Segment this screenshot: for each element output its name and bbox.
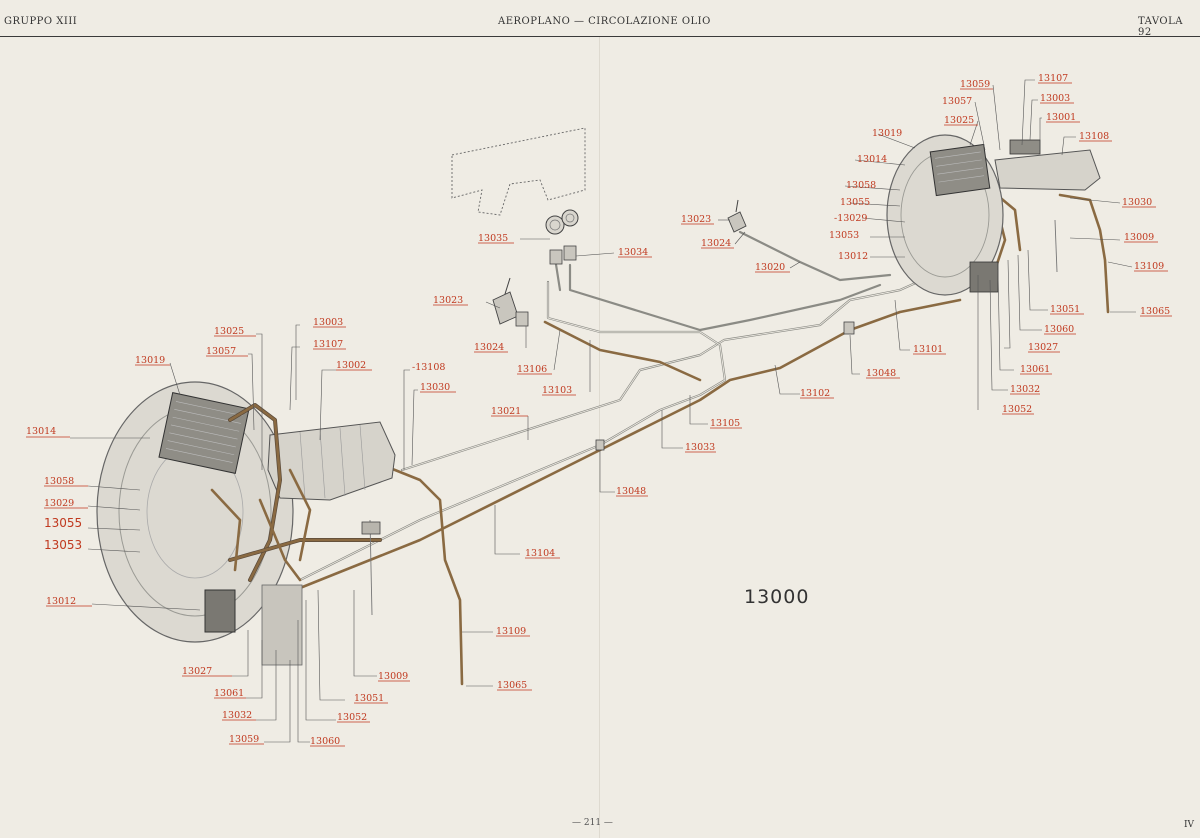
label-13023-right: 13023 — [681, 214, 711, 225]
label-13001: 13001 — [1046, 112, 1076, 123]
cockpit-outline — [451, 127, 586, 216]
label-13009: 13009 — [378, 671, 408, 682]
label-13012: 13012 — [46, 596, 76, 607]
label-13059: 13059 — [229, 734, 259, 745]
label-13051-right: 13051 — [1050, 304, 1080, 315]
label-13055: 13055 — [44, 516, 82, 530]
label-13055-right: 13055 — [840, 197, 870, 208]
label-13105: 13105 — [710, 418, 740, 429]
label-13061: 13061 — [214, 688, 244, 699]
label-13048-right: 13048 — [866, 368, 896, 379]
page-number: — 211 — — [572, 818, 613, 828]
label-13035: 13035 — [478, 233, 508, 244]
label-13107-right: 13107 — [1038, 73, 1068, 84]
plate-title: AEROPLANO — CIRCOLAZIONE OLIO — [498, 16, 711, 27]
label-13009-right: 13009 — [1124, 232, 1154, 243]
label-13048: 13048 — [616, 486, 646, 497]
label-13033: 13033 — [685, 442, 715, 453]
label-13019-right: 13019 — [872, 128, 902, 139]
label-13002: 13002 — [336, 360, 366, 371]
label-13058: 13058 — [44, 476, 74, 487]
label-13052: 13052 — [337, 712, 367, 723]
label-13061-right: 13061 — [1020, 364, 1050, 375]
label-13108-right: 13108 — [1079, 131, 1109, 142]
label-13003-right: 13003 — [1040, 93, 1070, 104]
label-13025-right: 13025 — [944, 115, 974, 126]
oil-pipes — [298, 178, 1110, 686]
label-13029-right: -13029 — [834, 213, 867, 224]
label-13021: 13021 — [491, 406, 521, 417]
label-13030-right: 13030 — [1122, 197, 1152, 208]
label-13012-right: 13012 — [838, 251, 868, 262]
label-13107: 13107 — [313, 339, 343, 350]
label-13101: 13101 — [913, 344, 943, 355]
label-13032: 13032 — [222, 710, 252, 721]
label-13030: 13030 — [420, 382, 450, 393]
label-13024: 13024 — [474, 342, 504, 353]
label-13053: 13053 — [44, 538, 82, 552]
label-13053-right: 13053 — [829, 230, 859, 241]
label-13025: 13025 — [214, 326, 244, 337]
label-13108: -13108 — [412, 362, 445, 373]
right-engine-group — [886, 134, 1101, 296]
label-13024-right: 13024 — [701, 238, 731, 249]
return-tubes — [298, 230, 942, 582]
header-rule — [0, 36, 1200, 37]
leader-lines — [70, 79, 1136, 743]
label-13104: 13104 — [525, 548, 555, 559]
label-13014: 13014 — [26, 426, 56, 437]
cockpit-instruments — [492, 199, 855, 451]
label-13027: 13027 — [182, 666, 212, 677]
label-13109-right: 13109 — [1134, 261, 1164, 272]
label-13023: 13023 — [433, 295, 463, 306]
label-13058-right: 13058 — [846, 180, 876, 191]
label-13059-right: 13059 — [960, 79, 990, 90]
left-engine-group — [96, 381, 396, 666]
label-13065: 13065 — [497, 680, 527, 691]
label-13060-right: 13060 — [1044, 324, 1074, 335]
assembly-number: 13000 — [744, 586, 810, 608]
label-13029: 13029 — [44, 498, 74, 509]
part-labels: 13025 13003 13057 13107 13019 13002 -131… — [26, 73, 1170, 747]
label-13057: 13057 — [206, 346, 236, 357]
label-13109: 13109 — [496, 626, 526, 637]
label-13052-right: 13052 — [1002, 404, 1032, 415]
label-13019: 13019 — [135, 355, 165, 366]
label-13057-right: 13057 — [942, 96, 972, 107]
label-13065-right: 13065 — [1140, 306, 1170, 317]
label-13014-right: 13014 — [857, 154, 887, 165]
group-heading: GRUPPO XIII — [4, 16, 78, 27]
label-13027-right: 13027 — [1028, 342, 1058, 353]
label-13106: 13106 — [517, 364, 547, 375]
page-fold — [599, 37, 600, 838]
label-underlines — [26, 82, 1172, 747]
label-13003: 13003 — [313, 317, 343, 328]
label-13032-right: 13032 — [1010, 384, 1040, 395]
label-13051: 13051 — [354, 693, 384, 704]
label-13102: 13102 — [800, 388, 830, 399]
label-13060: 13060 — [310, 736, 340, 747]
label-13020: 13020 — [755, 262, 785, 273]
plate-number: TAVOLA 92 — [1138, 16, 1183, 38]
label-13034: 13034 — [618, 247, 648, 258]
label-13103: 13103 — [542, 385, 572, 396]
sheet-roman-number: IV — [1184, 820, 1195, 830]
